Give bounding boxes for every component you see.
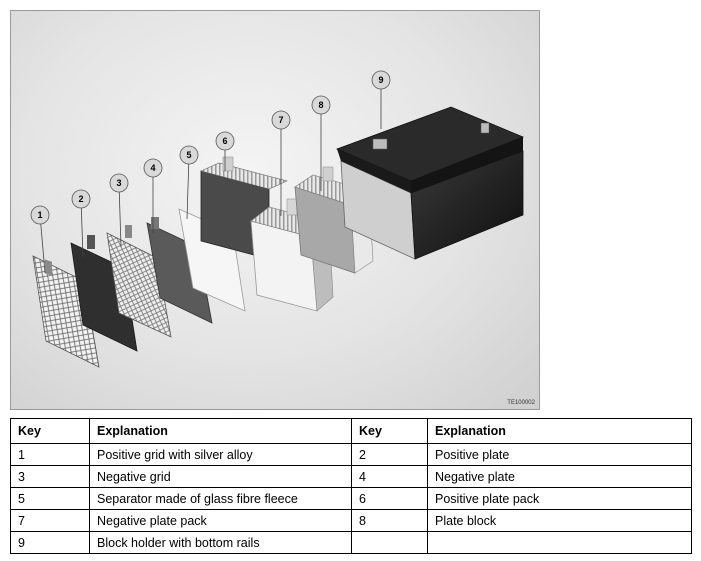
key-table: Key Explanation Key Explanation 1 Positi… [10, 418, 692, 554]
callout-label: 3 [116, 178, 121, 188]
cell-explanation: Negative plate pack [89, 509, 352, 532]
figure-code: TE100002 [507, 400, 535, 406]
callout-label: 5 [186, 150, 191, 160]
cell-key: 9 [10, 531, 90, 554]
part-9-block-holder [335, 106, 525, 260]
table-row: 9 Block holder with bottom rails [10, 531, 692, 554]
cell-key [351, 531, 428, 554]
callout-markers: 1 2 3 4 5 6 7 8 9 [30, 70, 391, 225]
cell-key: 2 [351, 443, 428, 466]
cell-key: 1 [10, 443, 90, 466]
cell-key: 5 [10, 487, 90, 510]
cell-explanation: Negative plate [427, 465, 692, 488]
cell-explanation: Negative grid [89, 465, 352, 488]
cell-explanation: Positive plate pack [427, 487, 692, 510]
header-explanation-2: Explanation [427, 418, 692, 444]
table-row: 7 Negative plate pack 8 Plate block [10, 509, 692, 532]
cell-explanation: Plate block [427, 509, 692, 532]
cell-key: 8 [351, 509, 428, 532]
callout-1: 1 [30, 205, 50, 225]
header-key-2: Key [351, 418, 428, 444]
cell-key: 3 [10, 465, 90, 488]
callout-7: 7 [271, 110, 291, 130]
callout-6: 6 [215, 131, 235, 151]
callout-label: 1 [37, 210, 42, 220]
cell-explanation: Positive grid with silver alloy [89, 443, 352, 466]
header-explanation-1: Explanation [89, 418, 352, 444]
callout-label: 7 [278, 115, 283, 125]
callout-label: 2 [78, 194, 83, 204]
cell-key: 4 [351, 465, 428, 488]
cell-key: 7 [10, 509, 90, 532]
table-row: 3 Negative grid 4 Negative plate [10, 465, 692, 488]
callout-9: 9 [371, 70, 391, 90]
table-header-row: Key Explanation Key Explanation [10, 418, 692, 444]
cell-explanation: Positive plate [427, 443, 692, 466]
callout-5: 5 [179, 145, 199, 165]
cell-explanation [427, 531, 692, 554]
cell-key: 6 [351, 487, 428, 510]
battery-exploded-figure: 1 2 3 4 5 6 7 8 9 TE100002 [10, 10, 540, 410]
callout-label: 4 [150, 163, 155, 173]
battery-illustration: 1 2 3 4 5 6 7 8 9 [30, 70, 525, 368]
cell-explanation: Separator made of glass fibre fleece [89, 487, 352, 510]
callout-2: 2 [71, 189, 91, 209]
callout-label: 8 [318, 100, 323, 110]
callout-4: 4 [143, 158, 163, 178]
table-row: 5 Separator made of glass fibre fleece 6… [10, 487, 692, 510]
callout-label: 6 [222, 136, 227, 146]
callout-label: 9 [378, 75, 383, 85]
cell-explanation: Block holder with bottom rails [89, 531, 352, 554]
header-key-1: Key [10, 418, 90, 444]
callout-3: 3 [109, 173, 129, 193]
callout-8: 8 [311, 95, 331, 115]
table-row: 1 Positive grid with silver alloy 2 Posi… [10, 443, 692, 466]
